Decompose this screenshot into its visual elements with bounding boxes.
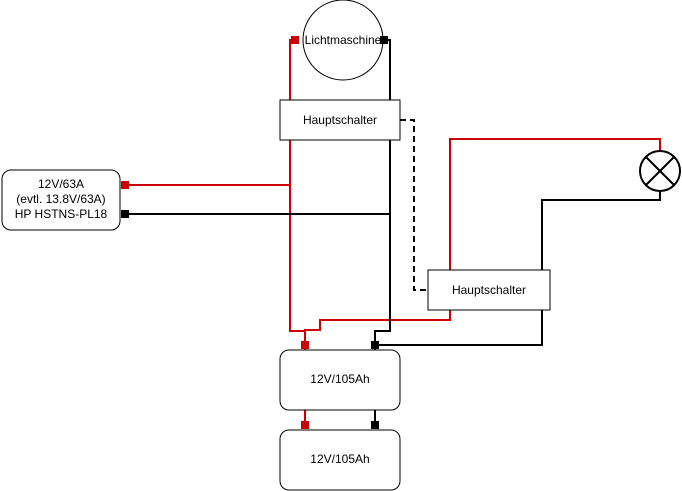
terminal-battery-1-positive	[301, 341, 309, 349]
battery-1: 12V/105Ah	[279, 349, 401, 411]
terminals	[121, 36, 388, 429]
terminal-battery-1-negative	[371, 341, 379, 349]
battery-1-label: 12V/105Ah	[310, 372, 369, 386]
terminal-generator-negative	[380, 36, 388, 44]
terminal-battery-2-positive	[301, 421, 309, 429]
generator-label: Lichtmaschine	[305, 33, 382, 47]
wire-lamp-positive	[304, 138, 661, 345]
power-supply-line-3: HP HSTNS-PL18	[15, 207, 108, 221]
terminal-generator-positive	[291, 36, 299, 44]
lamp-icon	[639, 150, 681, 192]
wire-generator-positive	[289, 39, 306, 345]
battery-1-box	[279, 349, 401, 411]
wire-generator-negative	[374, 39, 391, 345]
main-switch-bottom-box	[427, 269, 551, 311]
main-switch-top-label: Hauptschalter	[303, 113, 377, 127]
generator: Lichtmaschine	[302, 0, 384, 81]
terminal-psu-positive	[121, 181, 129, 189]
power-supply-line-1: 12V/63A	[38, 177, 84, 191]
power-supply-box	[1, 169, 121, 231]
power-supply: 12V/63A (evtl. 13.8V/63A) HP HSTNS-PL18	[1, 169, 121, 231]
switch-mechanical-link	[400, 119, 428, 291]
battery-2-label: 12V/105Ah	[310, 452, 369, 466]
main-switch-top-box	[279, 99, 401, 141]
battery-2: 12V/105Ah	[279, 429, 401, 491]
terminal-psu-negative	[121, 210, 129, 218]
battery-2-box	[279, 429, 401, 491]
main-switch-bottom: Hauptschalter	[427, 269, 551, 311]
terminal-battery-2-negative	[371, 421, 379, 429]
wire-lamp-negative	[375, 190, 661, 346]
main-switch-bottom-label: Hauptschalter	[452, 283, 526, 297]
main-switch-top: Hauptschalter	[279, 99, 401, 141]
power-supply-line-2: (evtl. 13.8V/63A)	[16, 192, 105, 206]
